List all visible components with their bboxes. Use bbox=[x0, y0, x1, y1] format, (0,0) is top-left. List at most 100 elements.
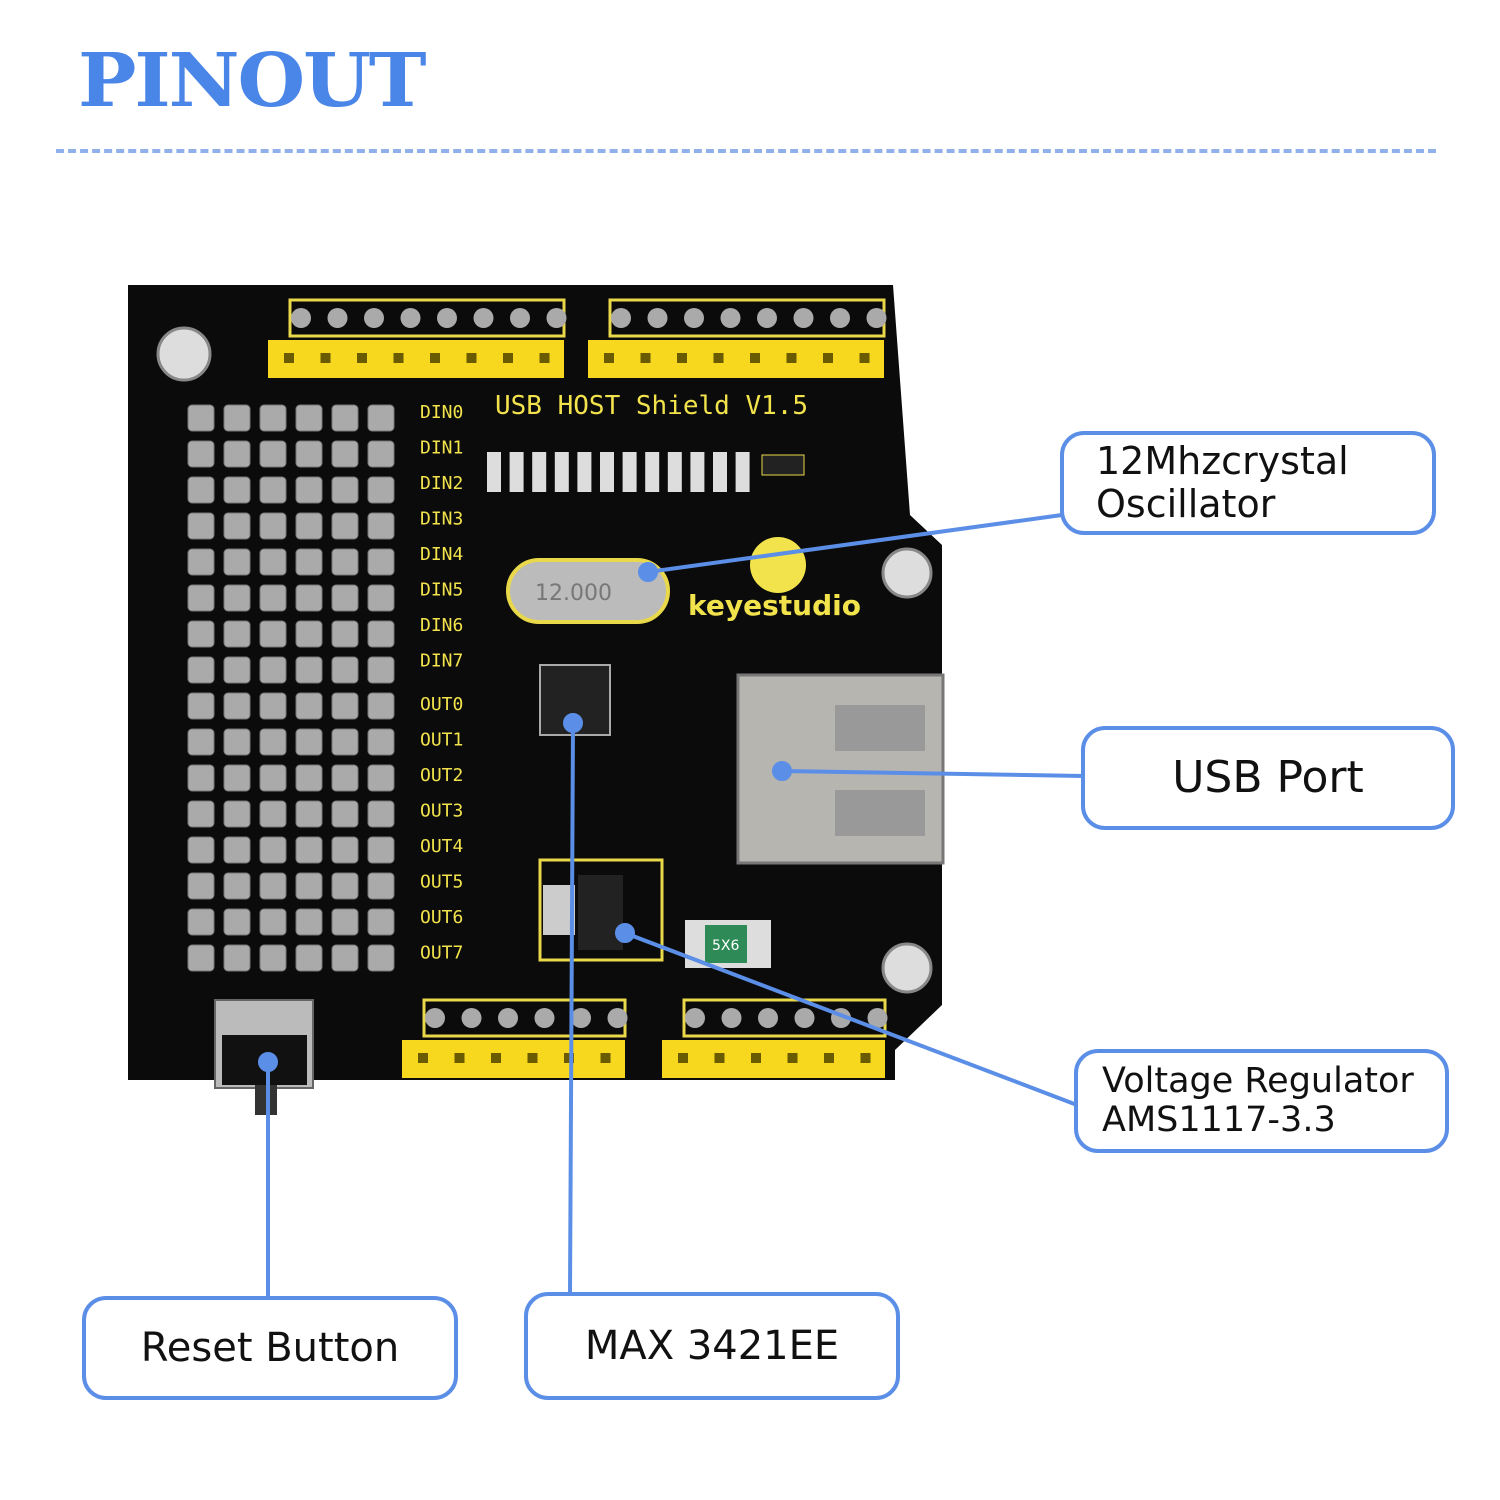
board-name: USB HOST Shield V1.5 bbox=[495, 391, 808, 421]
proto-pad bbox=[223, 728, 251, 756]
proto-pad bbox=[187, 548, 215, 576]
proto-pad bbox=[259, 548, 287, 576]
resistor bbox=[622, 452, 637, 492]
proto-pad bbox=[331, 440, 359, 468]
proto-pad bbox=[367, 764, 395, 792]
resistor-array bbox=[487, 452, 805, 492]
proto-pad bbox=[187, 872, 215, 900]
header-pin bbox=[503, 353, 513, 363]
proto-pad bbox=[367, 620, 395, 648]
out-label: OUT6 bbox=[420, 907, 463, 928]
solder-pad bbox=[611, 308, 631, 328]
out-label: OUT3 bbox=[420, 801, 463, 822]
proto-pad bbox=[259, 728, 287, 756]
din-label: DIN4 bbox=[420, 544, 463, 565]
header-pin bbox=[284, 353, 294, 363]
proto-pad bbox=[187, 728, 215, 756]
din-label: DIN5 bbox=[420, 580, 463, 601]
proto-pad bbox=[187, 440, 215, 468]
proto-pad bbox=[259, 620, 287, 648]
proto-pad bbox=[259, 440, 287, 468]
leader-lines bbox=[258, 513, 1085, 1298]
solder-pad bbox=[647, 308, 668, 328]
resistor bbox=[690, 452, 705, 492]
proto-pad bbox=[259, 476, 287, 504]
proto-pad bbox=[295, 512, 323, 540]
header-strip bbox=[662, 1040, 885, 1078]
proto-pad bbox=[295, 404, 323, 432]
solder-pad bbox=[757, 308, 777, 328]
proto-pad bbox=[295, 944, 323, 972]
proto-pad bbox=[367, 512, 395, 540]
proto-pad bbox=[367, 944, 395, 972]
proto-pad bbox=[295, 836, 323, 864]
din-label: DIN0 bbox=[420, 402, 463, 423]
proto-pad bbox=[223, 476, 251, 504]
header-pin bbox=[454, 1053, 465, 1063]
proto-pad bbox=[223, 908, 251, 936]
proto-pad bbox=[367, 728, 395, 756]
proto-pad bbox=[295, 548, 323, 576]
resistor bbox=[735, 452, 750, 492]
proto-pad bbox=[223, 404, 251, 432]
proto-pad bbox=[187, 620, 215, 648]
header-pin bbox=[600, 1053, 611, 1063]
header-pin bbox=[466, 353, 477, 363]
mount-hole bbox=[881, 942, 933, 994]
header-pin bbox=[527, 1053, 538, 1063]
resistor bbox=[713, 452, 727, 492]
proto-pad bbox=[223, 692, 251, 720]
resistor bbox=[667, 452, 682, 492]
header-pin bbox=[786, 353, 797, 363]
header-pin bbox=[750, 353, 760, 363]
proto-pad bbox=[331, 944, 359, 972]
header-pin bbox=[357, 353, 367, 363]
proto-pad bbox=[331, 764, 359, 792]
proto-pad bbox=[259, 872, 287, 900]
resistor bbox=[600, 452, 614, 492]
proto-pad bbox=[331, 404, 359, 432]
proto-pad bbox=[223, 584, 251, 612]
proto-pad bbox=[223, 944, 251, 972]
header-strip bbox=[268, 340, 564, 378]
solder-pad bbox=[461, 1008, 482, 1028]
proto-pad bbox=[259, 404, 287, 432]
proto-pad bbox=[187, 476, 215, 504]
proto-pad bbox=[223, 800, 251, 828]
proto-pad bbox=[295, 800, 323, 828]
proto-pad bbox=[367, 908, 395, 936]
resistor bbox=[577, 452, 592, 492]
proto-pad bbox=[187, 512, 215, 540]
din-label: DIN1 bbox=[420, 438, 463, 459]
solder-pad bbox=[425, 1008, 445, 1028]
resistor bbox=[487, 452, 501, 492]
proto-pad bbox=[187, 584, 215, 612]
proto-pad bbox=[223, 440, 251, 468]
resistor bbox=[509, 452, 524, 492]
out-label: OUT5 bbox=[420, 872, 463, 893]
proto-pad bbox=[223, 548, 251, 576]
proto-pad bbox=[295, 440, 323, 468]
proto-pad bbox=[187, 836, 215, 864]
header-pin bbox=[640, 353, 651, 363]
solder-pad bbox=[510, 308, 530, 328]
solder-pad bbox=[866, 308, 887, 328]
solder-pad bbox=[758, 1008, 778, 1028]
proto-pad bbox=[331, 836, 359, 864]
solder-pad bbox=[437, 308, 457, 328]
din-label: DIN3 bbox=[420, 509, 463, 530]
solder-pad bbox=[685, 1008, 705, 1028]
header-strip bbox=[588, 340, 884, 378]
proto-pad bbox=[223, 836, 251, 864]
proto-pad bbox=[331, 800, 359, 828]
proto-pad bbox=[367, 584, 395, 612]
header-pin bbox=[564, 1053, 574, 1063]
header-pin bbox=[604, 353, 614, 363]
din-label: DIN2 bbox=[420, 473, 463, 494]
out-label: OUT7 bbox=[420, 943, 463, 964]
proto-pad bbox=[259, 656, 287, 684]
proto-pad bbox=[187, 764, 215, 792]
proto-pad bbox=[367, 800, 395, 828]
header-pin bbox=[677, 353, 687, 363]
